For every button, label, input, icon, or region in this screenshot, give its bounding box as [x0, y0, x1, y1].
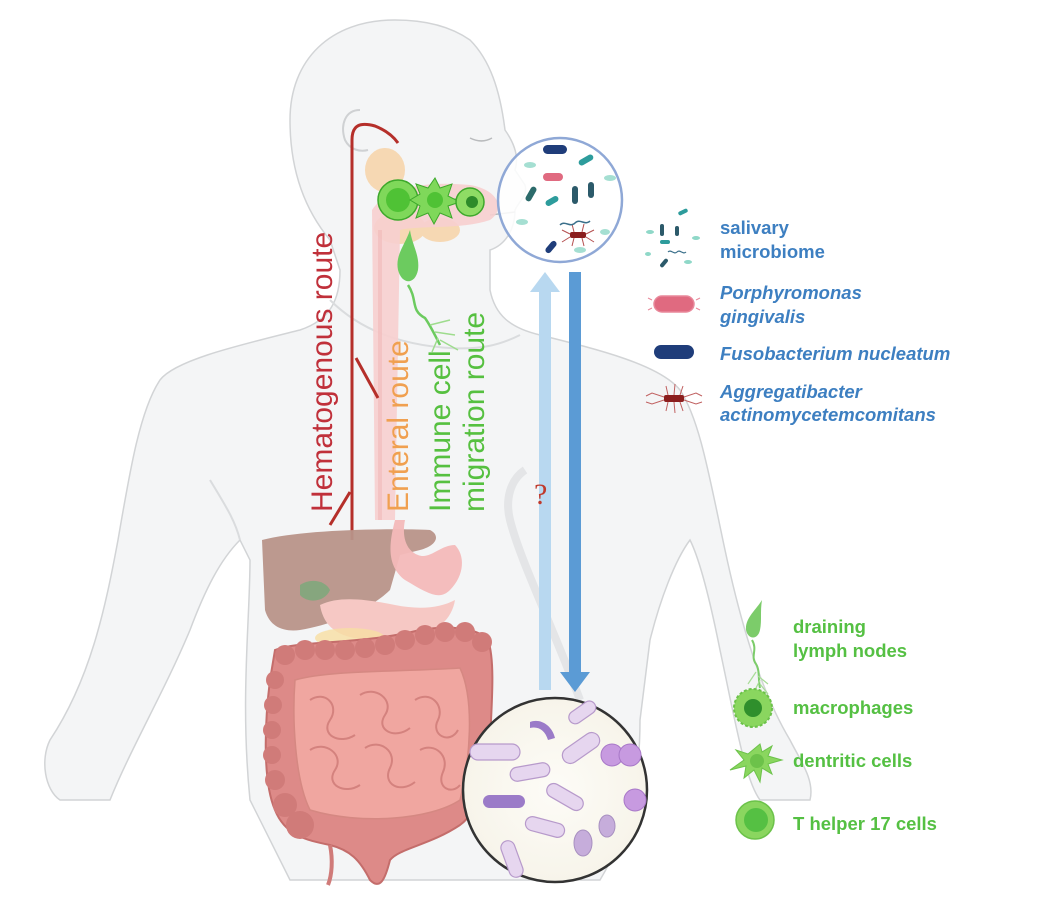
porphyromonas-in-mouth — [543, 173, 563, 181]
legend-porphyromonas-line2: gingivalis — [719, 306, 805, 327]
immune-cell-route-label-line2: migration route — [458, 312, 491, 512]
small-intestine-coils — [309, 690, 461, 791]
oral-immune-cells — [377, 177, 485, 226]
legend-aggregatibacter-line2: actinomycetemcomitans — [720, 404, 936, 425]
neck-lymph-node — [397, 230, 459, 353]
oral-dendritic-cell — [409, 177, 462, 226]
hematogenous-route-label: Hematogenous route — [306, 232, 339, 512]
fusobacterium-in-mouth — [543, 145, 567, 154]
legend-t-helper-17: T helper 17 cells — [793, 813, 937, 834]
porphyromonas-icon — [647, 295, 701, 313]
legend-salivary-line1: salivary — [720, 217, 790, 238]
lymph-node-icon — [745, 600, 769, 695]
legend-dendritic-cells: dentritic cells — [793, 750, 912, 771]
arrow-down-oral-to-gut — [560, 272, 590, 692]
esophagus — [372, 183, 499, 520]
legend-fusobacterium: Fusobacterium nucleatum — [720, 343, 950, 364]
macrophage-icon — [733, 688, 773, 728]
immune-cell-route-label-line1: Immune cell — [424, 350, 457, 512]
aggregatibacter-in-mouth — [561, 223, 595, 247]
legend-lymph-line2: lymph nodes — [793, 640, 907, 661]
arrow-up-gut-to-oral — [530, 272, 560, 690]
legend-lymph-line1: draining — [793, 616, 866, 637]
enteral-route-label: Enteral route — [382, 340, 415, 512]
hematogenous-route-line — [328, 122, 400, 540]
uncertain-direction-marker: ? — [534, 478, 547, 511]
legend-aggregatibacter-line1: Aggregatibacter — [719, 381, 864, 402]
human-body-silhouette — [44, 19, 812, 881]
legend-porphyromonas-line1: Porphyromonas — [720, 282, 862, 303]
colon-haustra — [263, 622, 492, 839]
fusobacterium-icon — [654, 345, 694, 359]
salivary-microbiome-icon — [645, 208, 700, 268]
transmission-arrows: ? — [530, 272, 590, 692]
gut-microbiome-magnifier — [461, 696, 649, 884]
oral-microbiome-magnifier — [496, 136, 624, 264]
legend-cells: draining lymph nodes macrophages dentrit… — [729, 600, 937, 840]
dendritic-cell-icon — [729, 743, 784, 784]
intestines — [263, 622, 494, 886]
legend-microbes: salivary microbiome Porphyromonas gingiv… — [645, 208, 950, 425]
legend-salivary-line2: microbiome — [720, 241, 825, 262]
t-helper-cell-icon — [735, 800, 775, 840]
legend-macrophages: macrophages — [793, 697, 913, 718]
aggregatibacter-icon — [645, 383, 703, 414]
